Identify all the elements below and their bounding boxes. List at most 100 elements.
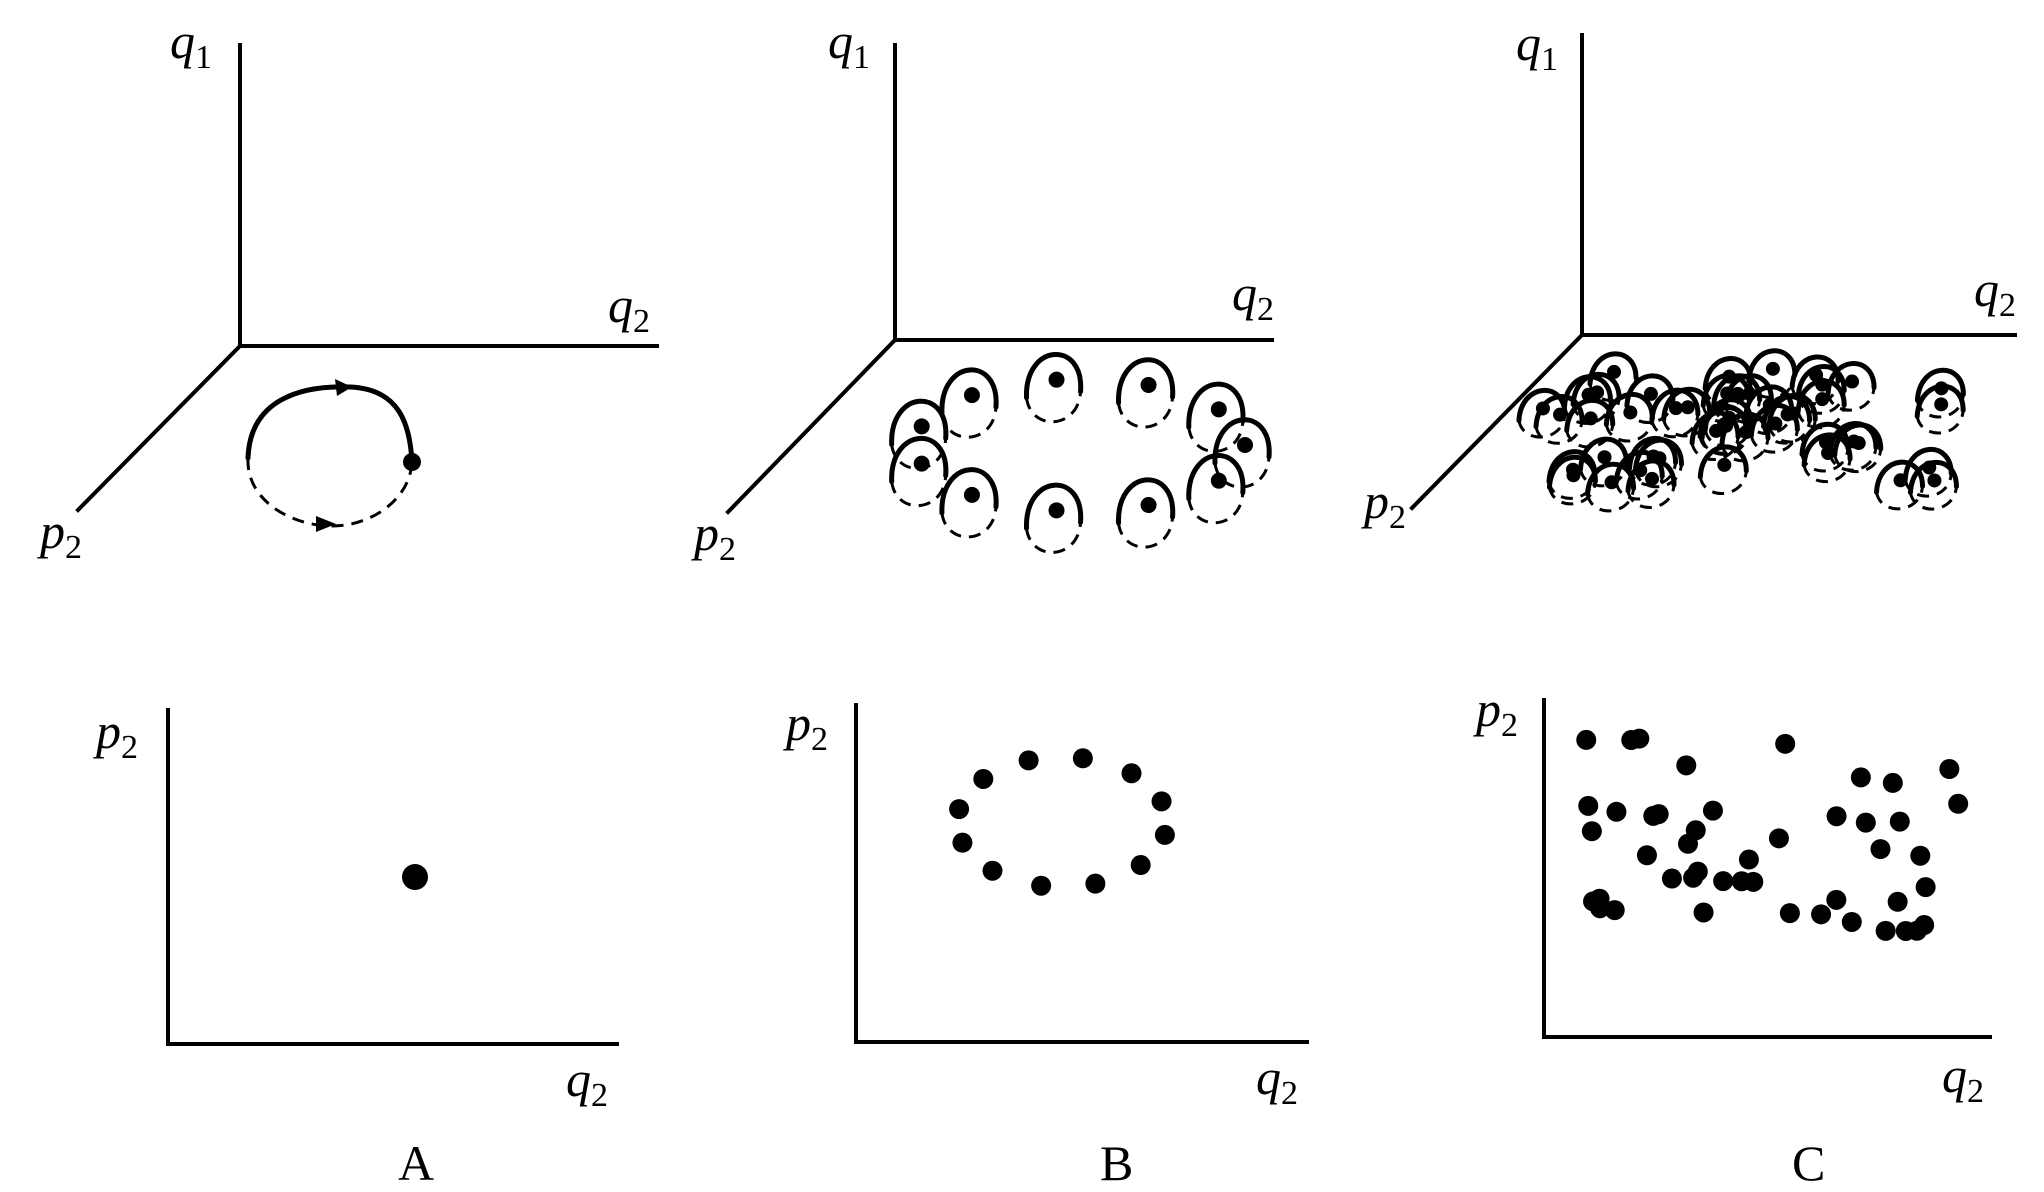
panel-c: q1 q2 p2 p2 q2 C bbox=[1361, 15, 2017, 1191]
orbit-piercing-point bbox=[1845, 374, 1860, 389]
orbit-piercing-point bbox=[1720, 386, 1735, 401]
panel-a-p2-label: p2 bbox=[37, 503, 82, 566]
orbit-coil-back bbox=[1187, 492, 1245, 525]
panel-b-letter: B bbox=[1100, 1135, 1133, 1191]
section-point bbox=[1702, 800, 1723, 821]
orbit-coil-back bbox=[1626, 484, 1676, 509]
section-point bbox=[1743, 871, 1764, 892]
panel-c-letter: C bbox=[1792, 1135, 1825, 1191]
orbit-coil-front bbox=[1546, 454, 1598, 490]
orbit-coil-front bbox=[1746, 348, 1798, 384]
orbit-coil-front bbox=[1649, 387, 1701, 423]
section-point bbox=[1850, 767, 1871, 788]
orbit-piercing-point bbox=[1566, 468, 1581, 483]
orbit-piercing-point bbox=[1237, 437, 1253, 453]
section-point bbox=[1578, 795, 1599, 816]
orbit-piercing-point bbox=[913, 418, 930, 435]
section-point bbox=[1130, 855, 1151, 876]
orbit-coil-front bbox=[1116, 477, 1176, 526]
orbit-coil-back bbox=[940, 506, 998, 539]
section-point bbox=[1914, 915, 1935, 936]
section-point bbox=[1713, 871, 1734, 892]
panel-c-section-q2-label: q2 bbox=[1942, 1047, 1984, 1110]
orbit-coil-back bbox=[1698, 470, 1748, 495]
orbit-coil-front bbox=[1874, 459, 1926, 495]
panel-c-p2-label: p2 bbox=[1361, 473, 1406, 536]
section-point bbox=[1648, 804, 1669, 825]
orbit-coil-front bbox=[1702, 397, 1754, 433]
orbit-piercing-point bbox=[1722, 410, 1737, 425]
section-point bbox=[1779, 903, 1800, 924]
orbit-coil-front bbox=[1697, 403, 1749, 440]
orbit-coil-front bbox=[1627, 435, 1679, 471]
orbit-coil-front bbox=[889, 435, 949, 485]
orbit-coil-front bbox=[1711, 373, 1763, 409]
orbit-piercing-point bbox=[1140, 497, 1157, 514]
panel-c-3d-axes: q1 q2 p2 bbox=[1361, 15, 2017, 536]
orbit-coil-back bbox=[1025, 522, 1083, 554]
orbit-coil-back bbox=[1796, 404, 1846, 430]
section-point bbox=[1590, 898, 1611, 919]
orbit-coil-back bbox=[1749, 429, 1799, 454]
orbit-piercing-point bbox=[1643, 386, 1658, 401]
section-point bbox=[1581, 821, 1602, 842]
section-point bbox=[1895, 920, 1916, 941]
orbit-coil-front bbox=[1603, 391, 1655, 427]
section-point bbox=[1855, 812, 1876, 833]
panel-c-section-p2-label: p2 bbox=[1473, 681, 1518, 744]
panel-c-poincare-section: p2 q2 bbox=[1473, 681, 1992, 1110]
panel-c-q1-label: q1 bbox=[1516, 15, 1558, 78]
orbit-coil-back bbox=[1662, 413, 1712, 438]
section-point bbox=[1121, 763, 1142, 784]
panel-a-section-p2-label: p2 bbox=[93, 703, 138, 766]
panel-a-3d-axes: q1 q2 p2 bbox=[37, 13, 659, 566]
orbit-coil-back bbox=[890, 438, 948, 470]
orbit-piercing-point bbox=[1668, 401, 1683, 416]
section-point bbox=[1636, 845, 1657, 866]
section-point bbox=[1939, 758, 1960, 779]
panel-a-closed-orbit bbox=[245, 379, 421, 532]
orbit-coil-back bbox=[1534, 420, 1584, 445]
orbit-coil-back bbox=[1571, 398, 1621, 423]
panel-b-section-p2-label: p2 bbox=[783, 695, 828, 758]
orbit-piercing-point bbox=[1140, 376, 1157, 393]
orbit-coil-back bbox=[1690, 436, 1740, 461]
orbit-coil-front bbox=[1186, 381, 1246, 430]
orbit-coil-front bbox=[1661, 386, 1713, 422]
section-point bbox=[1826, 889, 1847, 910]
orbit-piercing-point bbox=[1815, 392, 1830, 407]
orbit-coil-back bbox=[1614, 476, 1664, 501]
section-point bbox=[1154, 824, 1175, 845]
orbit-coil-back bbox=[1703, 423, 1753, 448]
orbit-piercing-point bbox=[1821, 445, 1836, 460]
orbit-piercing-point bbox=[1210, 401, 1227, 418]
orbit-coil-back bbox=[1908, 486, 1958, 511]
section-point bbox=[1887, 891, 1908, 912]
orbit-coil-front bbox=[1024, 352, 1084, 401]
section-point bbox=[1604, 900, 1625, 921]
orbit-coil-back bbox=[1744, 410, 1794, 435]
orbit-coil-front bbox=[1902, 446, 1954, 483]
orbit-coil-front bbox=[1795, 364, 1847, 400]
orbit-piercing-point bbox=[1927, 473, 1942, 488]
orbit-piercing-point bbox=[1048, 502, 1065, 519]
orbit-piercing-point bbox=[1680, 400, 1695, 415]
orbit-coil-front bbox=[1516, 387, 1568, 423]
section-point bbox=[1151, 791, 1172, 812]
panel-a-letter: A bbox=[398, 1135, 434, 1191]
orbit-piercing-point bbox=[1922, 460, 1937, 475]
orbit-coil-back bbox=[1547, 481, 1597, 506]
orbit-piercing-point bbox=[1722, 369, 1737, 384]
panel-c-chaotic-orbit bbox=[1516, 348, 1966, 513]
section-point bbox=[1826, 806, 1847, 827]
section-point bbox=[1661, 868, 1682, 889]
section-point bbox=[1687, 861, 1708, 882]
section-point bbox=[1576, 729, 1597, 750]
panel-b-poincare-section: p2 q2 bbox=[783, 695, 1309, 1112]
orbit-coil-front bbox=[1116, 357, 1176, 406]
orbit-coil-back bbox=[1712, 399, 1762, 424]
panel-a-q1-label: q1 bbox=[170, 13, 212, 76]
section-point bbox=[402, 864, 428, 890]
panel-a-section-q2-label: q2 bbox=[566, 1051, 608, 1114]
